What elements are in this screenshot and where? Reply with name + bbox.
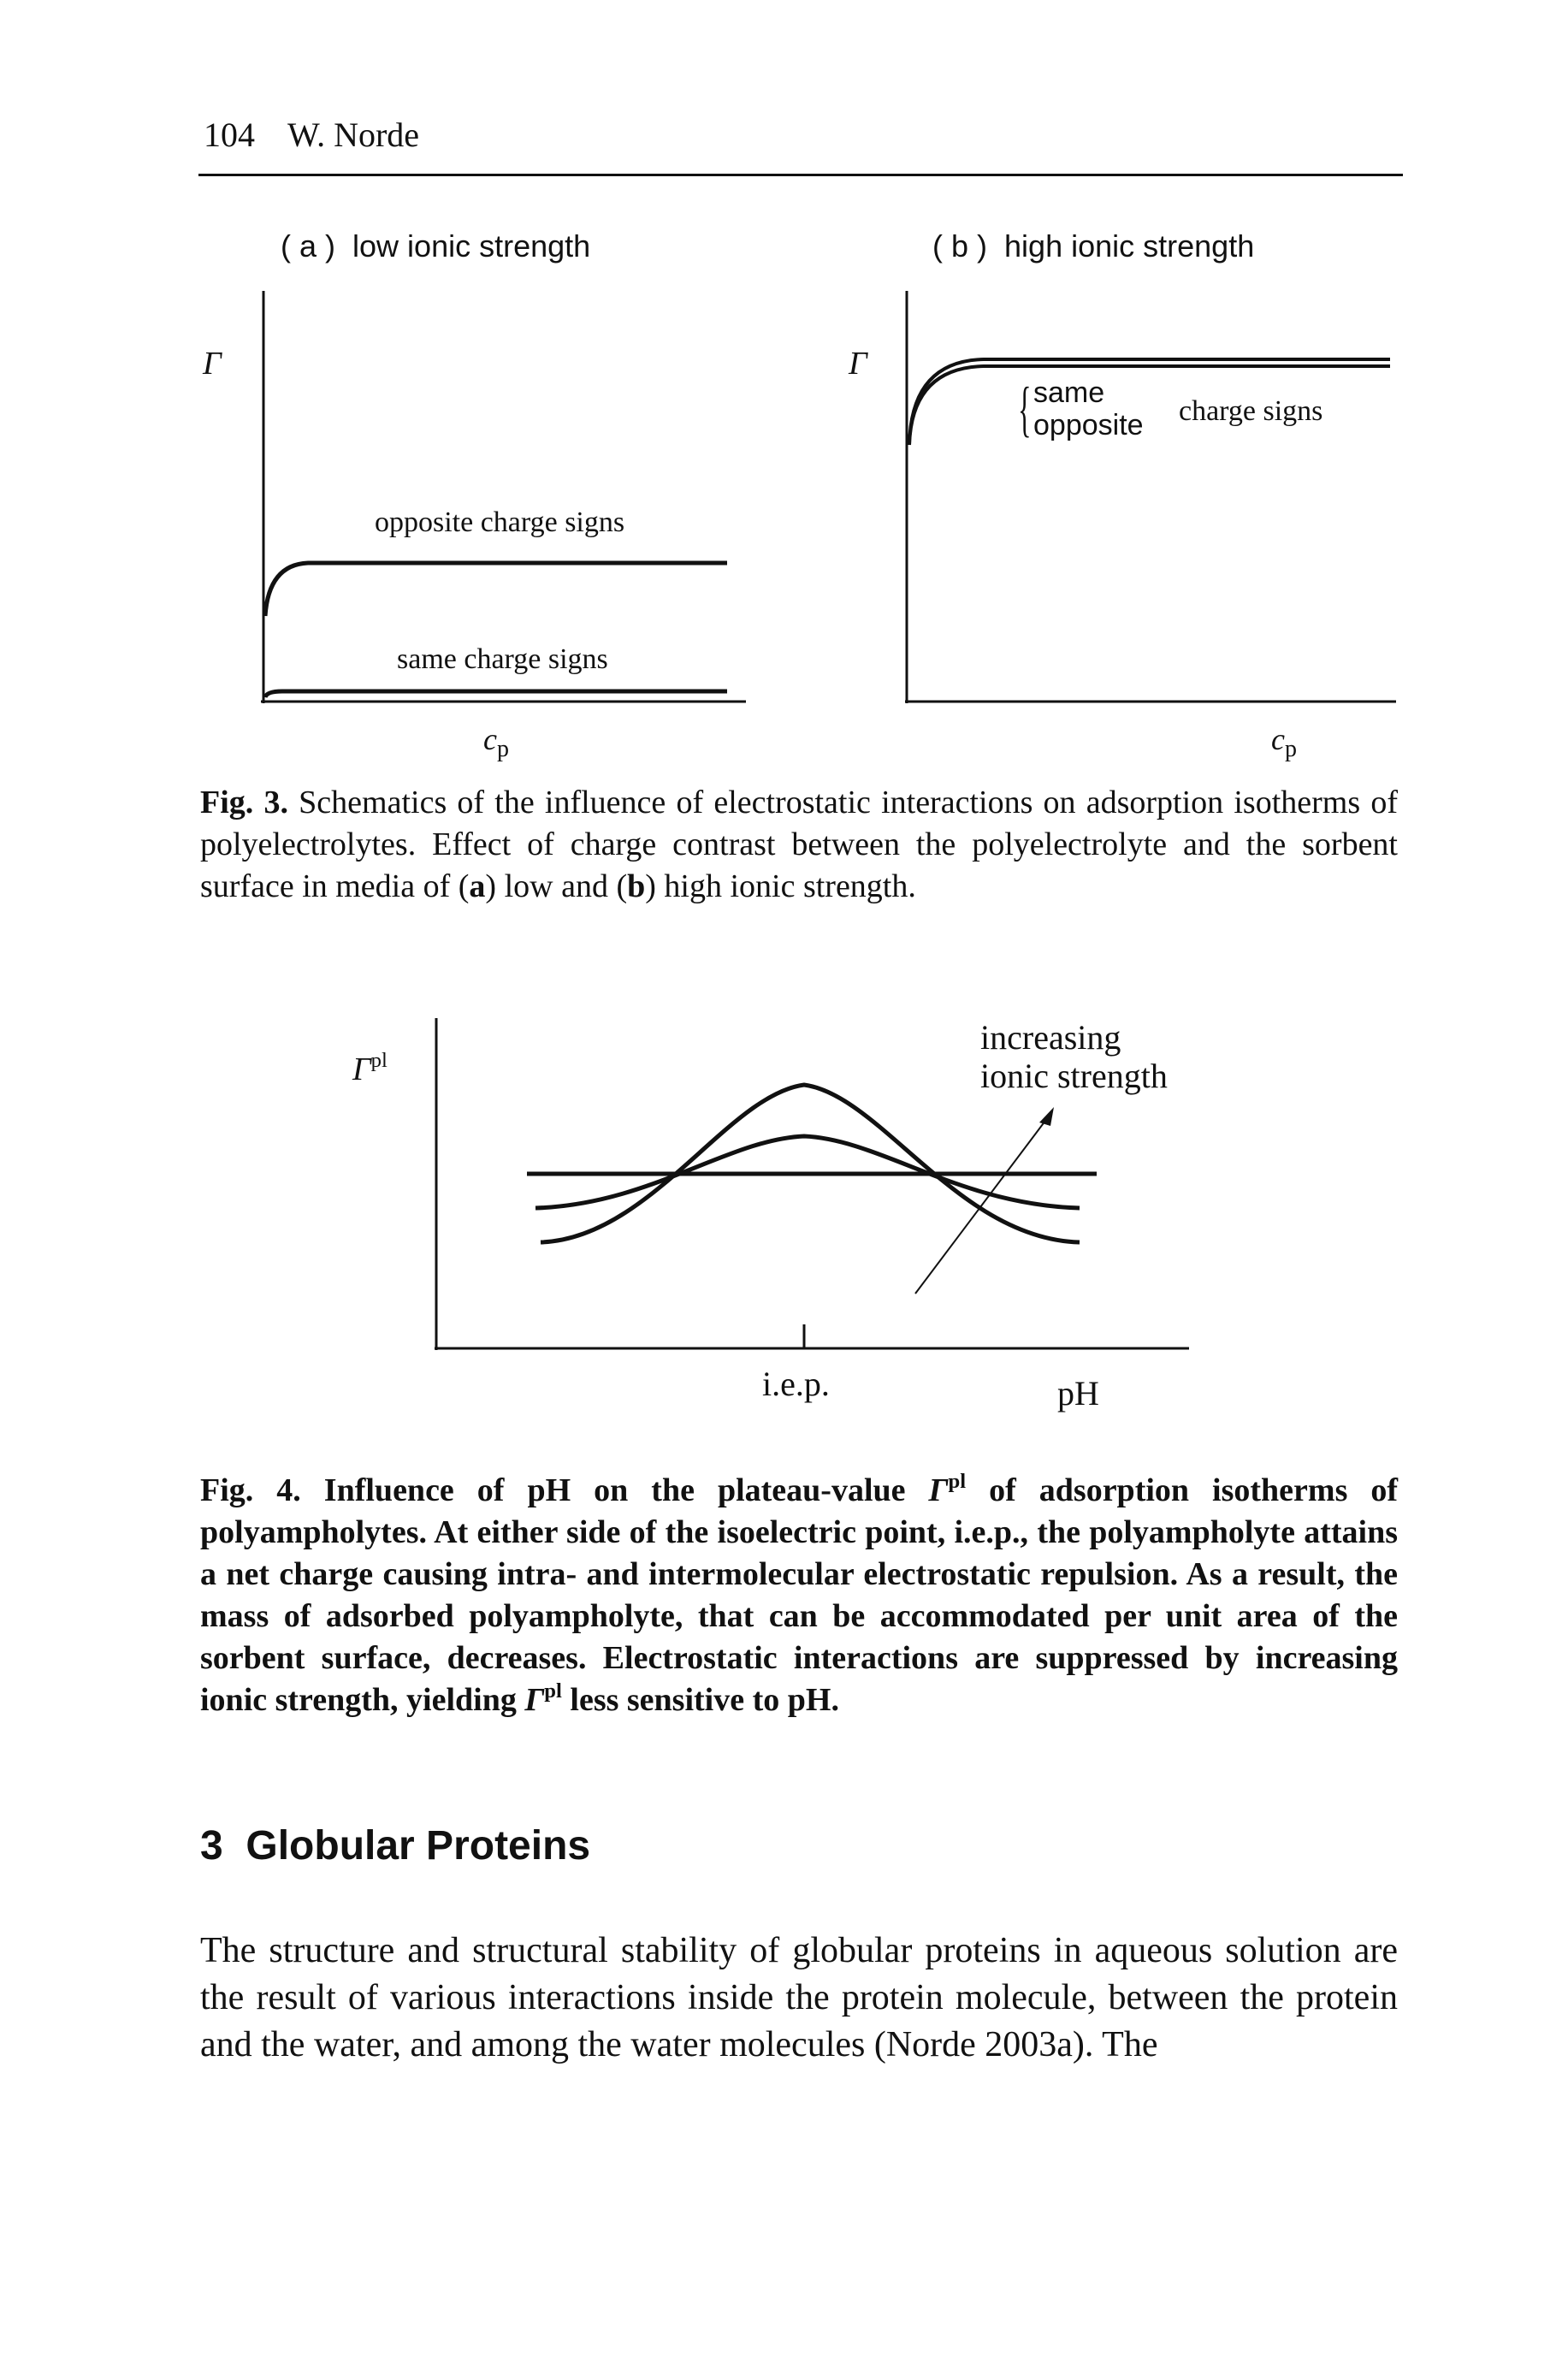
fig3a-x-label: cp (483, 722, 509, 762)
fig4-caption-label: Fig. 4. (200, 1472, 301, 1508)
fig4-curves (527, 1082, 1097, 1245)
fig3b-x-label: cp (1271, 722, 1297, 762)
running-author: W. Norde (287, 115, 420, 154)
fig3b-curve-lower (908, 364, 1390, 446)
fig3a-label-opposite: opposite charge signs (375, 506, 625, 538)
fig3a-y-label: Γ (202, 346, 222, 382)
fig4-caption: Fig. 4. Influence of pH on the plateau-v… (200, 1470, 1399, 1718)
fig4-axes (435, 1018, 1189, 1350)
fig3-plots: Γ Γ (202, 291, 1396, 703)
fig4-y-label: Γpl (352, 1049, 388, 1087)
fig4-arrow (914, 1107, 1054, 1294)
fig3b-axes (905, 291, 1396, 703)
fig3b-y-label: Γ (848, 346, 868, 382)
fig4-annotation: increasing ionic strength (980, 1018, 1168, 1095)
fig3a-title: ( a ) low ionic strength (281, 228, 590, 264)
fig4-x-label: pH (1057, 1374, 1099, 1413)
curly-brace-icon: { (1018, 375, 1032, 443)
fig3b-panel-label: ( b ) (932, 228, 988, 264)
page-number: 104 (204, 115, 255, 154)
fig3a-axes (261, 291, 746, 703)
fig4-curve-low-ionic (540, 1082, 1080, 1245)
fig4-curve-mid-ionic (535, 1134, 1080, 1211)
arrow-head-icon (1039, 1107, 1054, 1126)
fig4-iep-label: i.e.p. (762, 1365, 830, 1403)
fig3a-curve-same (263, 689, 727, 699)
fig3a-curve-opposite (263, 560, 727, 617)
fig3a-label-same: same charge signs (397, 643, 608, 675)
fig3a-panel-label: ( a ) (281, 228, 336, 264)
fig3a-title-text: low ionic strength (352, 228, 591, 264)
fig3b-brace-same: same (1033, 376, 1105, 409)
fig3-caption-label: Fig. 3. (200, 785, 288, 820)
fig4-plot (435, 1018, 1189, 1350)
fig3b-title: ( b ) high ionic strength (932, 228, 1254, 264)
section-number: 3 (200, 1823, 223, 1869)
section-title: Globular Proteins (246, 1823, 591, 1869)
fig3b-brace-opposite: opposite (1033, 409, 1144, 441)
fig3b-brace-label: charge signs (1179, 395, 1323, 427)
running-header: 104 W. Norde (204, 115, 419, 155)
fig3-caption: Fig. 3. Schematics of the influence of e… (200, 785, 1398, 904)
fig3b-brace-annotation: { same opposite charge signs (1018, 376, 1386, 462)
header-rule (198, 174, 1403, 176)
fig3b-title-text: high ionic strength (1004, 228, 1255, 264)
section-heading: 3 Globular Proteins (200, 1822, 590, 1869)
body-paragraph: The structure and structural stability o… (200, 1931, 1398, 2064)
